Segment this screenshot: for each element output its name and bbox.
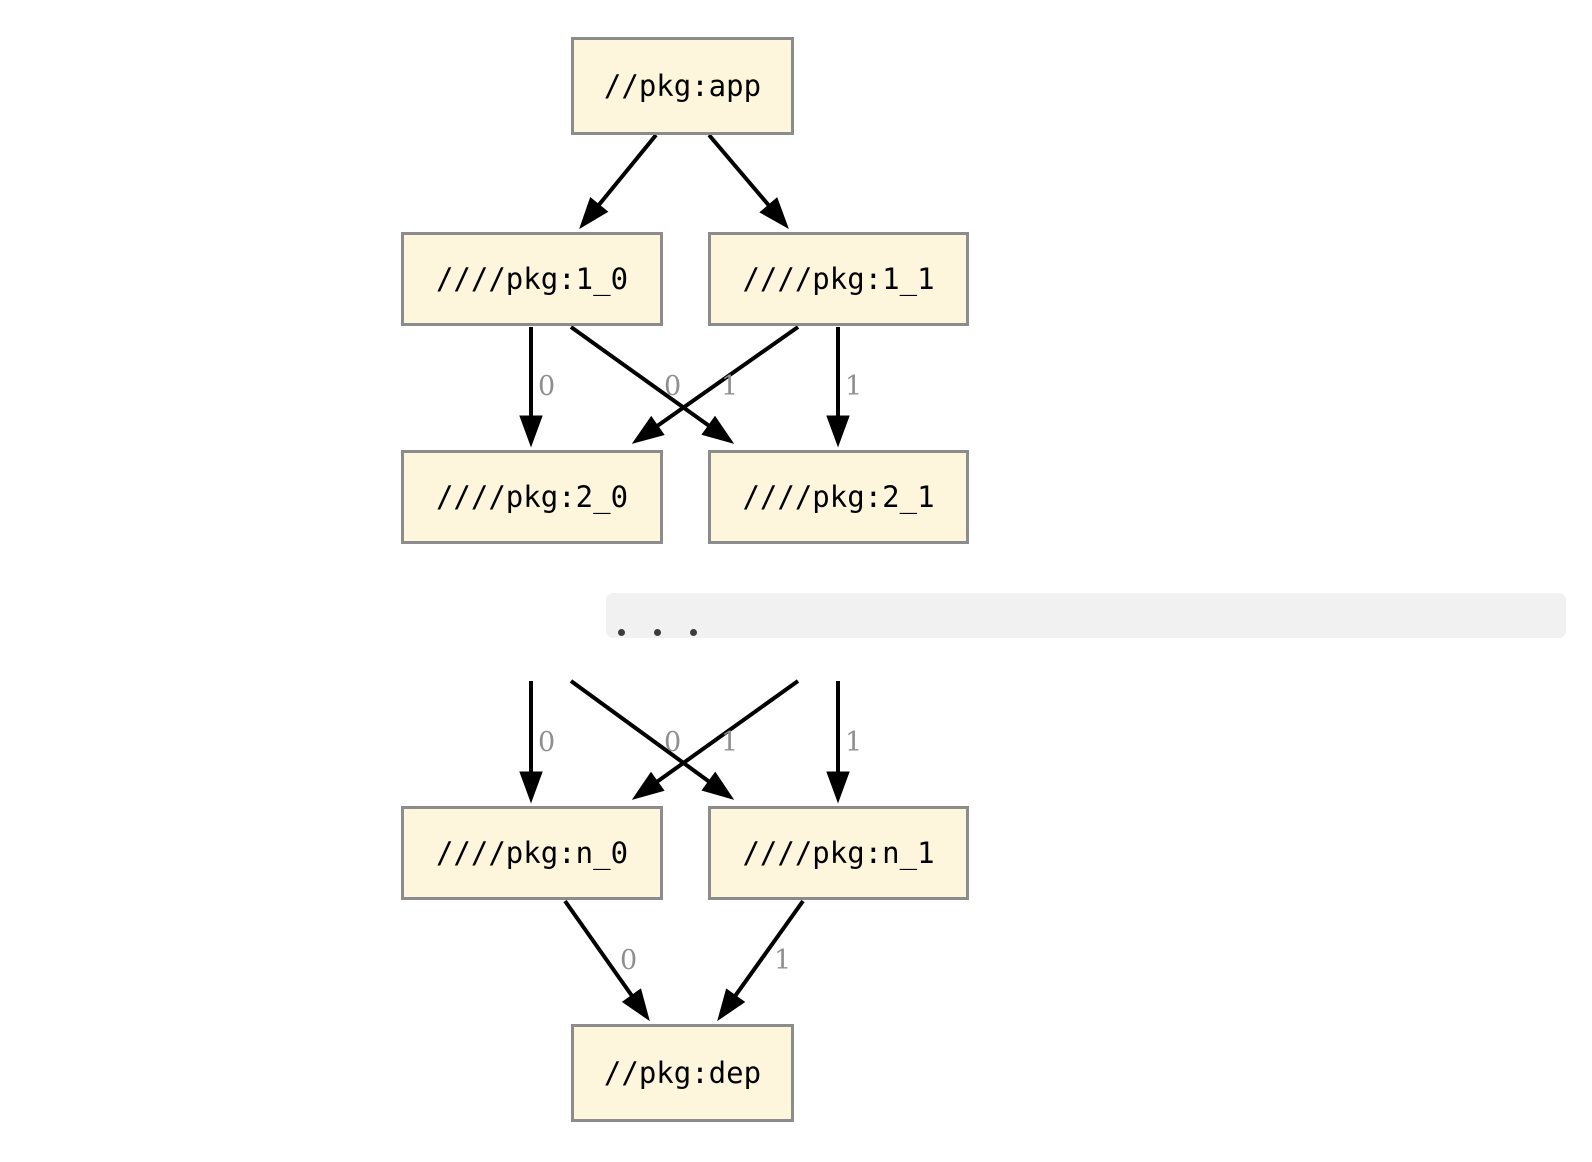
graph-node-dep[interactable]: //pkg:dep: [571, 1024, 794, 1122]
graph-node-label: ////pkg:n_1: [742, 835, 935, 870]
ellipsis-dot: [618, 629, 625, 636]
graph-edge-label: 0: [664, 727, 682, 758]
graph-edge-arrowhead: [519, 771, 543, 804]
graph-node-l1_0[interactable]: ////pkg:1_0: [401, 232, 663, 326]
graph-edge-label: 0: [620, 945, 638, 976]
graph-edge-arrowhead: [759, 197, 789, 230]
graph-node-label: ////pkg:1_1: [742, 261, 935, 296]
graph-edge-arrowhead: [826, 771, 850, 804]
graph-node-l1_1[interactable]: ////pkg:1_1: [708, 232, 969, 326]
graph-node-label: ////pkg:1_0: [435, 261, 629, 296]
graph-node-l2_1[interactable]: ////pkg:2_1: [708, 450, 969, 544]
graph-node-l2_0[interactable]: ////pkg:2_0: [401, 450, 663, 544]
graph-edge-label: 1: [721, 371, 739, 402]
graph-edge-arrowhead: [579, 196, 609, 230]
graph-edge-label: 1: [721, 727, 739, 758]
graph-edge-label: 1: [845, 371, 863, 402]
graph-edge-arrowhead: [701, 771, 735, 800]
graph-node-label: //pkg:dep: [603, 1055, 762, 1090]
graph-node-app[interactable]: //pkg:app: [571, 37, 794, 135]
graph-edge-arrowhead: [631, 415, 665, 444]
ellipsis-icon: [618, 629, 697, 636]
graph-edge-app-to-l1_1: [707, 133, 771, 207]
graph-node-label: ////pkg:n_0: [435, 835, 629, 870]
collapsed-section-band[interactable]: [606, 593, 1566, 638]
graph-edge-label: 1: [774, 945, 792, 976]
graph-edge-hidden-to-ln_1: [569, 679, 710, 783]
graph-node-ln_1[interactable]: ////pkg:n_1: [708, 806, 969, 900]
graph-edge-label: 0: [538, 371, 556, 402]
graph-edge-arrowhead: [631, 771, 665, 800]
ellipsis-dot: [690, 629, 697, 636]
graph-edge-arrowhead: [717, 988, 746, 1022]
graph-node-label: //pkg:app: [603, 68, 762, 103]
graph-node-label: ////pkg:2_1: [742, 479, 935, 514]
graph-edge-label: 1: [845, 727, 863, 758]
graph-edge-label: 0: [664, 371, 682, 402]
graph-edge-app-to-l1_0: [597, 133, 658, 207]
graph-node-label: ////pkg:2_0: [435, 479, 629, 514]
graph-edge-label: 0: [538, 727, 556, 758]
graph-edge-arrowhead: [519, 415, 543, 448]
graph-edge-l1_0-to-l2_1: [569, 325, 710, 428]
graph-edge-arrowhead: [621, 988, 650, 1022]
graph-edge-ln_1-to-dep: [733, 899, 805, 997]
graph-edge-arrowhead: [701, 415, 735, 444]
graph-node-ln_0[interactable]: ////pkg:n_0: [401, 806, 663, 900]
ellipsis-dot: [654, 629, 661, 636]
graph-edge-arrowhead: [826, 415, 850, 448]
